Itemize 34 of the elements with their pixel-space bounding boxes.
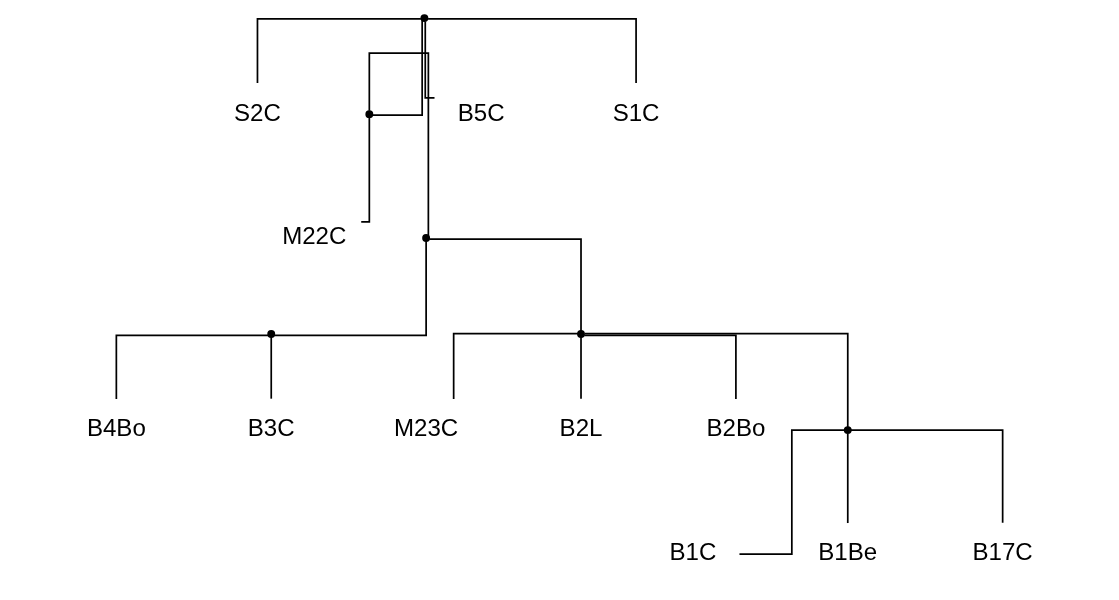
connector xyxy=(270,336,273,400)
connector xyxy=(427,17,637,84)
connector xyxy=(583,332,849,428)
node-point xyxy=(577,330,585,339)
node-text: S1C xyxy=(612,98,660,126)
connector xyxy=(452,332,579,400)
connector xyxy=(580,336,582,400)
node-point xyxy=(422,234,431,242)
node-point xyxy=(267,330,276,339)
connector xyxy=(371,19,424,117)
node-text: S2C xyxy=(234,98,281,126)
connector xyxy=(850,429,1004,524)
node-text: B3C xyxy=(247,414,295,442)
connector xyxy=(273,240,427,337)
node-text: B1C xyxy=(669,538,717,566)
connector xyxy=(115,334,269,400)
node-point xyxy=(843,426,852,435)
connector xyxy=(368,52,430,237)
node-text: B1Be xyxy=(818,538,878,566)
connector xyxy=(256,17,422,84)
node-text: M23C xyxy=(394,414,459,442)
node-point xyxy=(365,110,374,119)
node-text: B2L xyxy=(559,414,603,442)
connector xyxy=(424,20,436,99)
connector xyxy=(583,334,737,400)
connector xyxy=(846,432,849,524)
connector xyxy=(738,429,845,555)
connector xyxy=(428,238,582,332)
node-text: B17C xyxy=(972,538,1033,566)
node-text: B5C xyxy=(457,98,505,126)
node-text: B2Bo xyxy=(706,414,766,442)
node-point xyxy=(420,14,429,23)
node-text: B4Bo xyxy=(86,414,146,442)
node-text: M22C xyxy=(282,222,347,250)
